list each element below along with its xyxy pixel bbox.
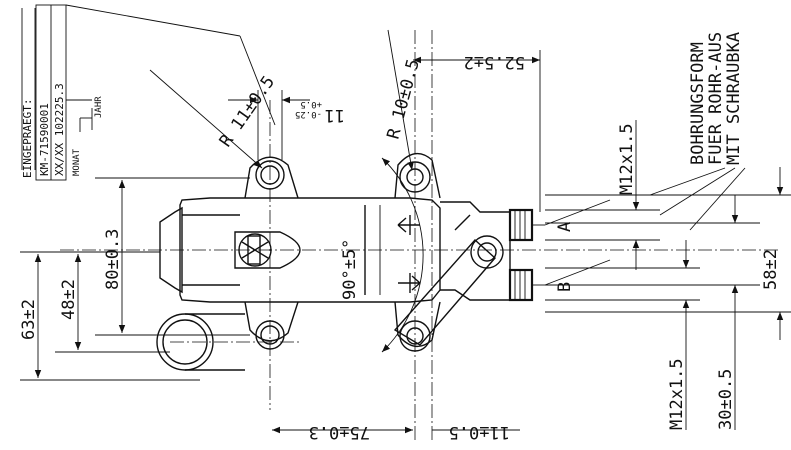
- dim-radius-right: R 10±0.5: [384, 57, 425, 141]
- note-line-3: MIT SCHRAUBKA: [724, 32, 744, 165]
- dim-thread-top: M12x1.5: [617, 123, 637, 195]
- dim-52: 52.5±2: [464, 52, 525, 72]
- dim-11-top-line: [228, 90, 310, 160]
- thread-bottom-line: [545, 240, 700, 430]
- dim-thread-bottom: M12x1.5: [667, 358, 687, 430]
- stamp-year-label: JAHR: [94, 96, 104, 118]
- mounting-lugs: [156, 152, 441, 371]
- dim-80: 80±0.3: [103, 229, 123, 290]
- port-a-label: A: [555, 222, 575, 232]
- link-arm: [393, 201, 511, 346]
- note-leaders: [649, 167, 746, 231]
- angle-arc: [381, 157, 424, 353]
- radius-left-leader: [149, 69, 263, 169]
- center-lines: [60, 30, 780, 440]
- dim-11-bottom: 11±0.5: [449, 422, 510, 442]
- note-line-1: BOHRUNGSFORM: [688, 42, 708, 165]
- dim-11-top-main: 11: [325, 105, 345, 125]
- dim-63: 63±2: [19, 299, 39, 340]
- cylinder-body: [159, 197, 441, 303]
- stamp-date-code: XX/XX 102225.3: [53, 83, 66, 176]
- dim-30-line: [545, 195, 760, 430]
- dim-11-top-upper: +0.5: [300, 99, 322, 109]
- dim-75: 75±0.3: [309, 422, 370, 442]
- port-a-fitting: [508, 208, 545, 242]
- stamp-month-label: MONAT: [72, 148, 82, 176]
- stamp-part-number: KM-71590001: [38, 103, 51, 176]
- dim-52-line: [413, 50, 541, 212]
- dim-58: 58±2: [761, 249, 781, 290]
- dim-30: 30±0.5: [716, 369, 736, 430]
- dim-80-line: [95, 177, 250, 336]
- dim-48-line: [55, 251, 170, 353]
- dim-48: 48±2: [59, 279, 79, 320]
- dim-58-line: [545, 167, 791, 340]
- stamp-header: EINGEPRAEGT:: [21, 99, 34, 178]
- radius-right-leader: [387, 29, 414, 171]
- dim-11-top-lower: -0.25: [295, 109, 322, 119]
- stamp-block: [21, 4, 276, 181]
- port-b-label: B: [555, 282, 575, 292]
- note-line-2: FUER ROHR-AUS: [706, 32, 726, 165]
- port-b-fitting: [508, 268, 545, 302]
- dim-angle: 90°±5°: [340, 239, 360, 300]
